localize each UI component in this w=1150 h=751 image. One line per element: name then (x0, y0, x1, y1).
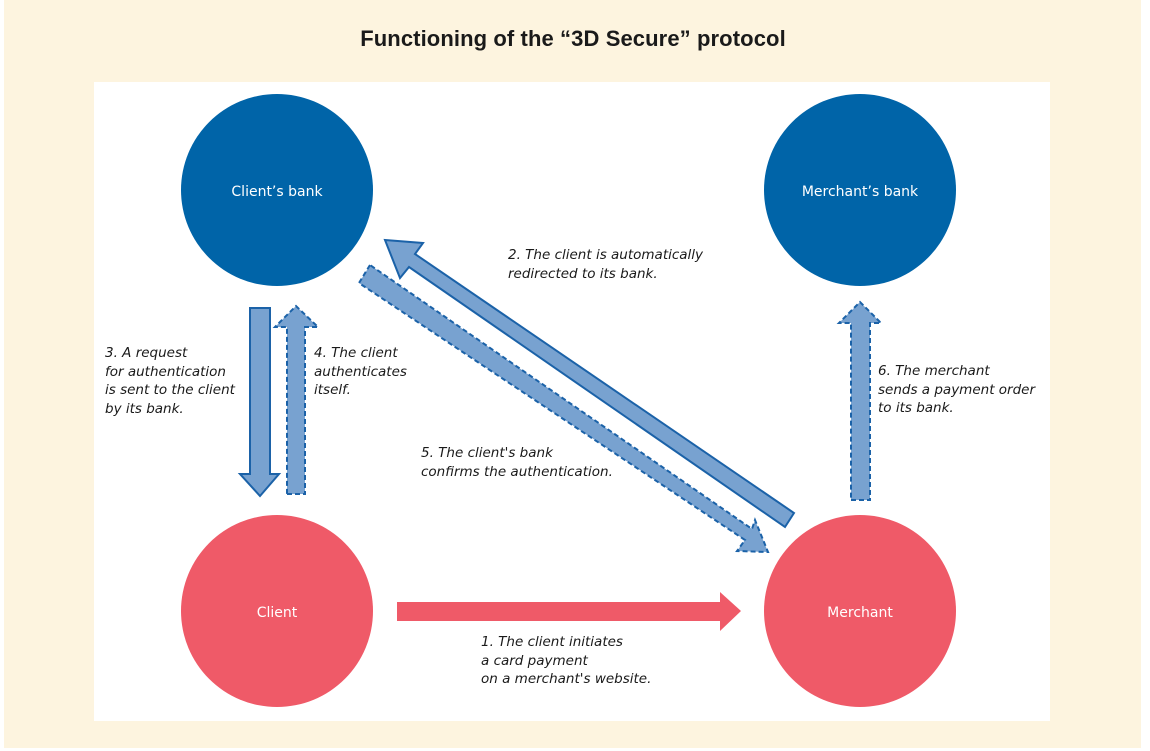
arrow-step-1 (397, 592, 741, 631)
arrow-step-4 (272, 304, 321, 495)
merchant-label: Merchant (827, 605, 893, 621)
merchant-bank-circle (764, 94, 956, 286)
client-bank-label: Client’s bank (231, 184, 323, 200)
step-4-label: 4. The client authenticates itself. (314, 345, 407, 398)
merchant-bank-label: Merchant’s bank (802, 184, 919, 200)
step-6-label: 6. The merchant sends a payment order to… (878, 363, 1036, 416)
diagram-title: Functioning of the “3D Secure” protocol (360, 26, 786, 51)
node-merchant: Merchant (764, 515, 956, 707)
step-5-label: 5. The client's bank confirms the authen… (421, 445, 613, 480)
arrow-step-3 (237, 307, 282, 498)
merchant-circle (764, 515, 956, 707)
client-label: Client (257, 605, 298, 621)
arrow-step-2 (383, 238, 796, 529)
step-3-label: 3. A request for authentication is sent … (105, 345, 235, 417)
arrow-step-6 (836, 300, 884, 501)
node-client: Client (181, 515, 373, 707)
step-2-label: 2. The client is automatically redirecte… (508, 247, 704, 282)
client-circle (181, 515, 373, 707)
client-bank-circle (181, 94, 373, 286)
step-1-label: 1. The client initiates a card payment o… (481, 634, 652, 687)
arrow-step-5 (357, 263, 770, 554)
node-client-bank: Client’s bank (181, 94, 373, 286)
node-merchant-bank: Merchant’s bank (764, 94, 956, 286)
